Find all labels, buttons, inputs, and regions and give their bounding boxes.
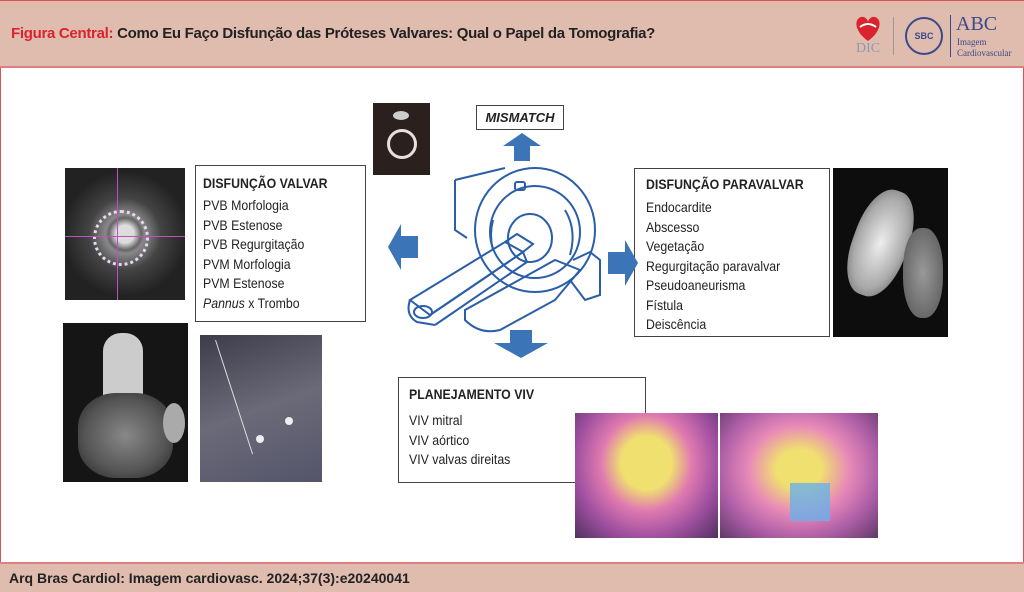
list-item: Fístula bbox=[646, 296, 683, 313]
fluoroscopy-image bbox=[200, 335, 322, 482]
list-item: Endocardite bbox=[646, 199, 712, 215]
logo-divider-2 bbox=[950, 15, 951, 57]
valvar-dysfunction-box: DISFUNÇÃO VALVAR PVB Morfologia PVB Este… bbox=[195, 165, 366, 322]
list-item: PVB Regurgitação bbox=[203, 236, 305, 252]
paravalvar-title: DISFUNÇÃO PARAVALVAR bbox=[646, 176, 804, 192]
paravalvar-dysfunction-box: DISFUNÇÃO PARAVALVAR Endocardite Abscess… bbox=[634, 168, 830, 337]
figure-label: Figura Central: bbox=[11, 25, 114, 42]
list-item: PVM Morfologia bbox=[203, 255, 291, 272]
ct-heart-long-axis-image bbox=[63, 323, 188, 482]
ct-paravalvular-image bbox=[833, 168, 948, 337]
figure-title-text: Como Eu Faço Disfunção das Próteses Valv… bbox=[117, 25, 656, 42]
list-item: PVM Estenose bbox=[203, 275, 285, 291]
mismatch-box: MISMATCH bbox=[476, 105, 564, 130]
viv-title: PLANEJAMENTO VIV bbox=[409, 386, 535, 402]
abc-logo: ABC bbox=[956, 13, 998, 35]
list-item: PVB Estenose bbox=[203, 216, 283, 233]
mismatch-label: MISMATCH bbox=[485, 110, 555, 125]
dic-text: DIC bbox=[856, 41, 881, 56]
list-item: Pannus x Trombo bbox=[203, 294, 346, 314]
ct-valve-short-axis-image bbox=[65, 168, 185, 300]
arrow-right-icon bbox=[608, 240, 638, 286]
list-item: Pseudoaneurisma bbox=[646, 277, 746, 293]
viv-planning-3d-image-right bbox=[720, 413, 878, 538]
ct-scanner-icon bbox=[407, 167, 601, 333]
valvar-title: DISFUNÇÃO VALVAR bbox=[203, 175, 328, 191]
list-item: VIV aórtico bbox=[409, 431, 470, 448]
footer: Arq Bras Cardiol: Imagem cardiovasc. 202… bbox=[0, 562, 1024, 592]
trombo-text: x Trombo bbox=[244, 294, 300, 311]
abc-sub1: Imagem bbox=[957, 37, 987, 47]
logo-divider bbox=[893, 17, 894, 55]
list-item: VIV valvas direitas bbox=[409, 451, 511, 467]
list-item: PVB Morfologia bbox=[203, 197, 289, 213]
list-item: Abscesso bbox=[646, 218, 700, 235]
viv-planning-3d-image-overlay bbox=[575, 413, 718, 538]
figure-title: Figura Central: Como Eu Faço Disfunção d… bbox=[11, 25, 655, 42]
list-item: Deiscência bbox=[646, 316, 707, 332]
citation: Arq Bras Cardiol: Imagem cardiovasc. 202… bbox=[9, 570, 410, 586]
abc-sub2: Cardiovascular bbox=[957, 48, 1012, 58]
list-item: Vegetação bbox=[646, 238, 705, 254]
arrow-left-icon bbox=[388, 224, 418, 270]
sbc-logo: SBC bbox=[905, 17, 943, 55]
dic-logo: DIC bbox=[852, 13, 884, 61]
list-item: Regurgitação paravalvar bbox=[646, 257, 781, 274]
pannus-text: Pannus bbox=[203, 294, 245, 311]
sbc-text: SBC bbox=[914, 31, 934, 41]
valve-prosthesis-photo bbox=[373, 103, 430, 175]
arrow-up-icon bbox=[503, 133, 541, 161]
header: Figura Central: Como Eu Faço Disfunção d… bbox=[0, 0, 1024, 68]
arrow-down-icon bbox=[494, 330, 548, 358]
list-item: VIV mitral bbox=[409, 412, 463, 428]
